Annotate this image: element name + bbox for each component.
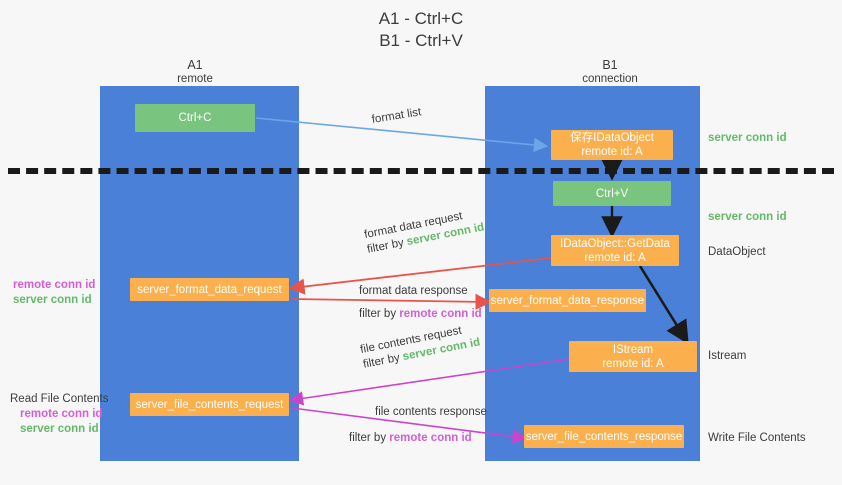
right-note-istream-text: Istream <box>708 350 747 362</box>
edge-label-format-list-text: format list <box>370 106 423 126</box>
column-header-b1-name: B1 <box>602 58 618 72</box>
edge-label-file-contents-response: file contents response filter by remote … <box>349 405 487 446</box>
node-save-idataobject-label: 保存IDataObject <box>570 132 654 144</box>
node-server-file-contents-response[interactable]: server_file_contents_response <box>524 425 684 448</box>
right-note-data-object: DataObject <box>708 246 766 258</box>
node-server-format-data-request[interactable]: server_format_data_request <box>130 278 289 301</box>
right-note-server-conn-id-top-text: server conn id <box>708 132 787 144</box>
edge-label-format-list: format list <box>371 105 423 128</box>
dashed-divider <box>8 168 834 174</box>
left-note-server-conn-id: server conn id <box>20 423 99 435</box>
column-header-a1-sub: remote <box>177 73 213 85</box>
left-note-remote-conn-id: remote conn id <box>13 279 96 291</box>
node-idataobject-getdata-sublabel: remote id: A <box>584 251 646 264</box>
node-idataobject-getdata[interactable]: IDataObject::GetData remote id: A <box>551 235 679 266</box>
node-server-format-data-response-label: server_format_data_response <box>490 294 645 307</box>
column-header-b1: B1 connection <box>545 58 675 86</box>
edge-label-file-contents-request: file contents request filter by server c… <box>359 321 481 373</box>
left-note-read-file-contents: Read File Contents <box>10 393 109 405</box>
node-istream[interactable]: IStream remote id: A <box>569 341 697 372</box>
node-server-file-contents-request[interactable]: server_file_contents_request <box>130 393 289 416</box>
filter-by-value-remote-conn-id: remote conn id <box>399 308 482 320</box>
edge-label-format-data-response-line2: filter by remote conn id <box>359 307 482 322</box>
right-note-server-conn-id-top: server conn id <box>708 132 787 144</box>
column-header-a1: A1 remote <box>130 58 260 86</box>
node-istream-sublabel: remote id: A <box>602 357 664 370</box>
node-ctrl-c-label: Ctrl+C <box>178 112 212 124</box>
node-ctrl-c[interactable]: Ctrl+C <box>135 104 255 132</box>
edge-label-file-contents-response-line2: filter by remote conn id <box>349 431 487 446</box>
node-server-format-data-response[interactable]: server_format_data_response <box>489 289 646 312</box>
left-note-conn-ids-upper: remote conn id server conn id <box>13 278 95 308</box>
edge-label-format-data-response-line1: format data response <box>359 285 468 297</box>
filter-by-prefix: filter by <box>349 432 390 444</box>
page-title: A1 - Ctrl+C B1 - Ctrl+V <box>378 9 464 50</box>
left-note-remote-conn-id: remote conn id <box>20 408 103 420</box>
right-note-write-file-contents-text: Write File Contents <box>708 432 806 444</box>
node-istream-label: IStream <box>612 343 654 356</box>
node-server-file-contents-request-label: server_file_contents_request <box>135 398 284 411</box>
node-server-file-contents-response-label: server_file_contents_response <box>525 430 683 443</box>
right-note-data-object-text: DataObject <box>708 246 766 258</box>
right-note-server-conn-id-mid: server conn id <box>708 211 787 223</box>
edge-label-file-contents-response-line1: file contents response <box>375 406 487 418</box>
right-note-server-conn-id-mid-text: server conn id <box>708 211 787 223</box>
filter-by-value-remote-conn-id: remote conn id <box>389 432 472 444</box>
right-note-write-file-contents: Write File Contents <box>708 432 806 444</box>
edge-label-format-data-request: format data request filter by server con… <box>363 206 485 258</box>
node-ctrl-v[interactable]: Ctrl+V <box>553 181 671 206</box>
left-note-server-conn-id: server conn id <box>13 294 92 306</box>
node-save-idataobject-sublabel: remote id: A <box>581 146 643 158</box>
node-idataobject-getdata-label: IDataObject::GetData <box>560 237 670 250</box>
edge-label-format-data-response: format data response filter by remote co… <box>359 284 482 322</box>
left-note-read-file-contents-group: Read File Contents remote conn id server… <box>10 392 108 437</box>
column-header-b1-sub: connection <box>582 73 638 85</box>
column-header-a1-name: A1 <box>187 58 203 72</box>
node-save-idataobject[interactable]: 保存IDataObject remote id: A <box>551 130 673 160</box>
node-ctrl-v-label: Ctrl+V <box>595 187 629 200</box>
filter-by-prefix: filter by <box>359 308 400 320</box>
node-server-format-data-request-label: server_format_data_request <box>137 283 282 296</box>
right-note-istream: Istream <box>708 350 746 362</box>
